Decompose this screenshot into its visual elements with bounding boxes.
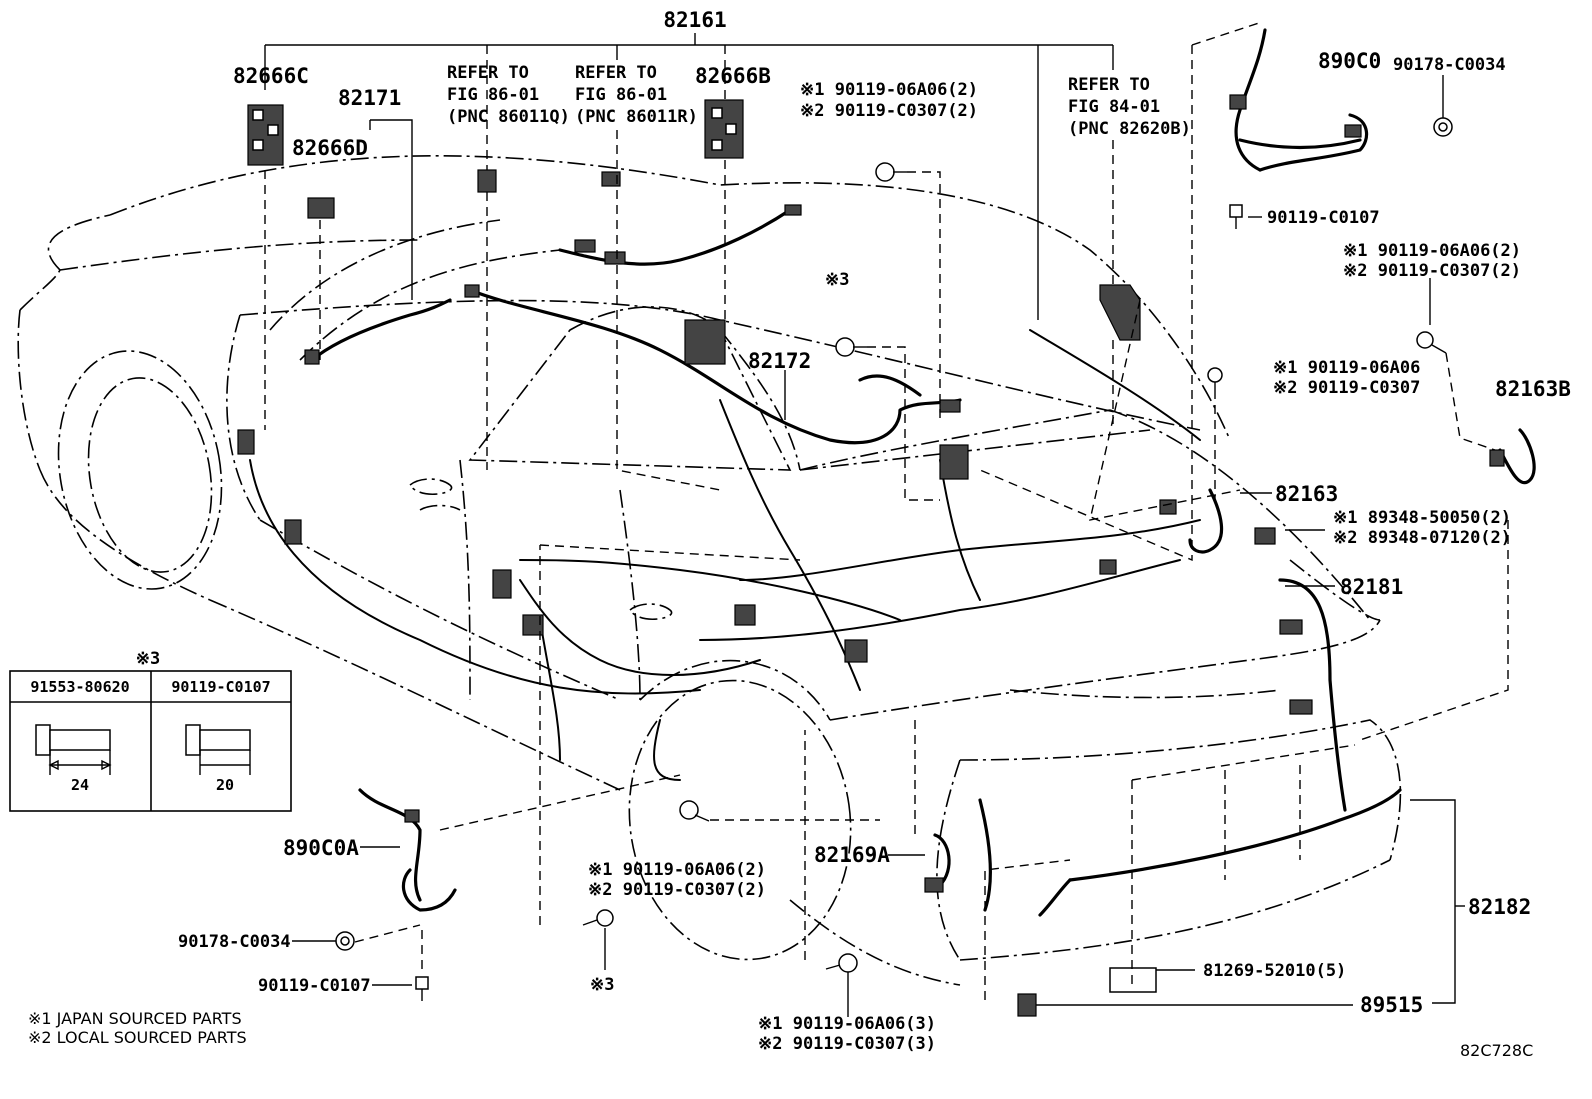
inset-dim-1: 24 bbox=[71, 776, 89, 794]
part-82666B bbox=[704, 99, 744, 159]
inset-mark: ※3 bbox=[136, 649, 160, 669]
label-ref3-l2: FIG 84-01 bbox=[1068, 97, 1160, 117]
label-ref1-l2: FIG 86-01 bbox=[447, 85, 539, 105]
label-82181: 82181 bbox=[1340, 575, 1403, 599]
bolt-91553-icon bbox=[35, 724, 112, 775]
label-90119-tr: 90119-C0107 bbox=[1267, 208, 1380, 228]
label-bolt-bottom-1: ※1 90119-06A06(3) bbox=[758, 1014, 936, 1034]
harness-890C0A bbox=[358, 788, 457, 912]
label-bolt-bottom-2: ※2 90119-C0307(3) bbox=[758, 1034, 936, 1054]
part-81269-52010 bbox=[1109, 967, 1157, 993]
bolt-mark3b-icon bbox=[582, 909, 614, 927]
bolt-mid-icon bbox=[1207, 367, 1223, 390]
footnotes: ※1 JAPAN SOURCED PARTS ※2 LOCAL SOURCED … bbox=[28, 1009, 247, 1047]
harness-82163B bbox=[1489, 428, 1536, 485]
label-82172: 82172 bbox=[748, 349, 811, 373]
label-ref3-l3: (PNC 82620B) bbox=[1068, 119, 1191, 139]
part-82666D bbox=[307, 197, 335, 219]
bolt-right-icon bbox=[1416, 331, 1447, 354]
label-89515: 89515 bbox=[1360, 993, 1423, 1017]
harness-82161 bbox=[237, 319, 1201, 781]
label-clip-2: ※2 89348-07120(2) bbox=[1333, 528, 1511, 548]
inset-col-2: 90119-C0107 bbox=[171, 678, 270, 696]
harness-82163 bbox=[1188, 488, 1224, 554]
label-bolt-right-2: ※2 90119-C0307(2) bbox=[1343, 261, 1521, 281]
nut-tr-icon bbox=[1433, 117, 1453, 137]
label-mark3-top: ※3 bbox=[825, 270, 849, 290]
nut-bl-icon bbox=[335, 931, 355, 951]
footnote-1: ※1 JAPAN SOURCED PARTS bbox=[28, 1009, 242, 1028]
harness-82182 bbox=[1038, 788, 1402, 917]
part-labels: 82161 82666C 82171 82666D REFER TO FIG 8… bbox=[178, 8, 1571, 1060]
figure-code: 82C728C bbox=[1460, 1041, 1533, 1060]
label-890C0A: 890C0A bbox=[283, 836, 359, 860]
inset-table-labels: ※3 91553-80620 90119-C0107 24 20 bbox=[30, 649, 270, 794]
label-82171: 82171 bbox=[338, 86, 401, 110]
label-bolt-wheel-2: ※2 90119-C0307(2) bbox=[588, 880, 766, 900]
bolt-top-icon bbox=[875, 162, 907, 182]
leader-lines bbox=[264, 21, 1509, 1017]
inset-table bbox=[9, 670, 292, 812]
label-mark3-bottom: ※3 bbox=[590, 975, 614, 995]
label-82666B: 82666B bbox=[695, 64, 771, 88]
bolt-bl-icon bbox=[415, 976, 429, 1001]
inset-dim-2: 20 bbox=[216, 776, 234, 794]
harness-890C0 bbox=[1229, 28, 1369, 172]
label-82161: 82161 bbox=[663, 8, 726, 32]
bolt-mark3-icon bbox=[835, 337, 867, 357]
part-89515 bbox=[1017, 993, 1037, 1017]
fasteners bbox=[335, 117, 1453, 1001]
part-82666C bbox=[247, 104, 284, 166]
label-82666C: 82666C bbox=[233, 64, 309, 88]
label-ref2-l2: FIG 86-01 bbox=[575, 85, 667, 105]
label-ref3-l1: REFER TO bbox=[1068, 75, 1150, 95]
bolt-bottom-icon bbox=[825, 953, 858, 973]
harness-82171 bbox=[304, 298, 452, 365]
label-82163: 82163 bbox=[1275, 482, 1338, 506]
part-89348-clip bbox=[1254, 527, 1276, 545]
harness-82172 bbox=[464, 204, 962, 445]
label-bolt-mid-2: ※2 90119-C0307 bbox=[1273, 378, 1420, 398]
label-90178-tr: 90178-C0034 bbox=[1393, 55, 1506, 75]
label-82666D: 82666D bbox=[292, 136, 368, 160]
label-82182: 82182 bbox=[1468, 895, 1531, 919]
label-bolt-mid-1: ※1 90119-06A06 bbox=[1273, 358, 1420, 378]
car-body-outline bbox=[17, 155, 1402, 986]
part-86011Q bbox=[477, 169, 497, 193]
inset-col-1: 91553-80620 bbox=[30, 678, 129, 696]
footnote-2: ※2 LOCAL SOURCED PARTS bbox=[28, 1028, 247, 1047]
label-ref2-l3: (PNC 86011R) bbox=[575, 107, 698, 127]
label-890C0: 890C0 bbox=[1318, 49, 1381, 73]
label-81269: 81269-52010(5) bbox=[1203, 961, 1346, 981]
label-82169A: 82169A bbox=[814, 843, 890, 867]
label-90119-bl: 90119-C0107 bbox=[258, 976, 371, 996]
label-ref2-l1: REFER TO bbox=[575, 63, 657, 83]
label-82163B: 82163B bbox=[1495, 377, 1571, 401]
label-bolt-top-2: ※2 90119-C0307(2) bbox=[800, 101, 978, 121]
label-clip-1: ※1 89348-50050(2) bbox=[1333, 508, 1511, 528]
label-bolt-right-1: ※1 90119-06A06(2) bbox=[1343, 241, 1521, 261]
label-ref1-l3: (PNC 86011Q) bbox=[447, 107, 570, 127]
harness-82169A bbox=[924, 798, 993, 912]
label-90178-bl: 90178-C0034 bbox=[178, 932, 291, 952]
label-bolt-top-1: ※1 90119-06A06(2) bbox=[800, 80, 978, 100]
part-82620B bbox=[1099, 284, 1141, 341]
harness-82181 bbox=[1278, 578, 1347, 812]
bolt-tr-icon bbox=[1229, 204, 1243, 229]
part-86011R bbox=[601, 171, 621, 187]
bolt-90119-icon bbox=[185, 724, 251, 775]
label-bolt-wheel-1: ※1 90119-06A06(2) bbox=[588, 860, 766, 880]
label-ref1-l1: REFER TO bbox=[447, 63, 529, 83]
bolt-wheel-icon bbox=[679, 800, 710, 822]
